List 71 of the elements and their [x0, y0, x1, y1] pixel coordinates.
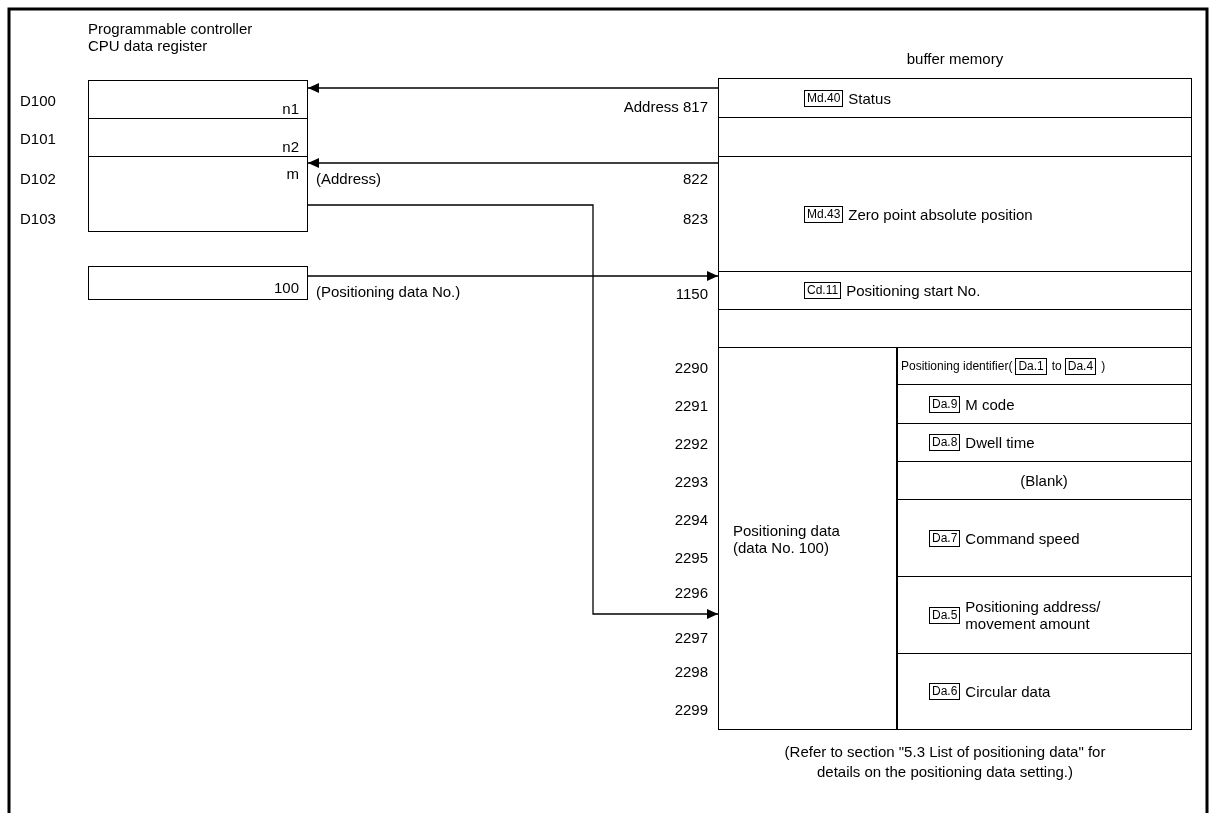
address-label: 2296: [673, 583, 708, 603]
register-cell: [88, 80, 308, 119]
annotation-text: (Positioning data No.): [316, 283, 462, 300]
memory-row: [896, 499, 1192, 577]
value-box: [88, 266, 308, 300]
empty-memory-row: [718, 117, 1192, 157]
address-label: 2293: [673, 472, 708, 492]
note-text: (Refer to section "5.3 List of positioning data" for details on the positioning data setting.): [783, 742, 1107, 782]
memory-row: [896, 653, 1192, 730]
address-label: 2291: [673, 396, 708, 416]
row-label: Command speed: [965, 529, 1080, 547]
parameter-code-tag: Md.43: [804, 205, 844, 223]
memory-map-heading: buffer memory: [905, 50, 1005, 67]
address-label: 2295: [673, 548, 708, 568]
register-cell: [88, 156, 308, 232]
annotation-text: D101: [20, 130, 57, 147]
row-label: Positioning start No.: [846, 282, 981, 299]
annotation-text: D102: [20, 170, 57, 187]
parameter-code-tag: Da.5: [929, 606, 961, 624]
address-label: 2294: [673, 510, 708, 530]
row-label: Dwell time: [965, 434, 1035, 451]
address-label: Address 817: [622, 98, 708, 115]
address-label: 2299: [673, 700, 708, 720]
cell-value: m: [286, 165, 299, 182]
parameter-code-tag: Md.40: [804, 89, 844, 107]
register-cell: [88, 118, 308, 157]
row-label: Positioning address/ movement amount: [965, 598, 1102, 632]
row-label: M code: [965, 395, 1015, 413]
memory-row: [896, 423, 1192, 462]
memory-row: [896, 347, 1192, 385]
row-label: ): [1101, 357, 1106, 375]
address-label: 2297: [673, 628, 708, 648]
annotation-text: (Address): [316, 170, 383, 187]
cell-value: n2: [282, 138, 299, 155]
address-label: 2290: [673, 358, 708, 378]
memory-group-cell: [718, 347, 898, 730]
annotation-text: D100: [20, 92, 57, 109]
parameter-code-tag: Cd.11: [804, 282, 842, 299]
memory-row: [896, 461, 1192, 500]
parameter-code-tag: Da.7: [929, 529, 961, 547]
parameter-code-tag: Da.1: [1015, 357, 1047, 375]
memory-row: [896, 576, 1192, 654]
memory-row: [896, 384, 1192, 424]
row-label: Circular data: [965, 683, 1051, 700]
arrow: [307, 83, 719, 93]
row-label: Positioning identifier(: [901, 357, 1013, 375]
row-label: Status: [848, 89, 891, 107]
cell-value: n1: [282, 100, 299, 117]
empty-memory-row: [718, 309, 1192, 348]
address-label: 823: [681, 210, 708, 227]
memory-map-heading: Programmable controller CPU data register: [88, 20, 254, 54]
address-label: 1150: [674, 285, 708, 302]
arrow: [307, 158, 719, 168]
arrow: [307, 204, 719, 619]
cell-value: 100: [273, 279, 299, 296]
row-label: (Blank): [1020, 472, 1068, 489]
address-label: 2298: [673, 662, 708, 682]
row-label: to: [1051, 357, 1062, 375]
arrow: [307, 271, 719, 281]
address-label: 2292: [673, 434, 708, 454]
row-label: Zero point absolute position: [848, 205, 1033, 223]
row-label: Positioning data (data No. 100): [733, 521, 841, 556]
parameter-code-tag: Da.8: [929, 434, 961, 451]
memory-row: [718, 271, 1192, 310]
parameter-code-tag: Da.4: [1064, 357, 1097, 375]
address-label: 822: [681, 170, 708, 187]
parameter-code-tag: Da.9: [929, 395, 961, 413]
parameter-code-tag: Da.6: [929, 683, 961, 700]
annotation-text: D103: [20, 210, 57, 227]
memory-row: [718, 78, 1192, 118]
memory-row: [718, 156, 1192, 272]
